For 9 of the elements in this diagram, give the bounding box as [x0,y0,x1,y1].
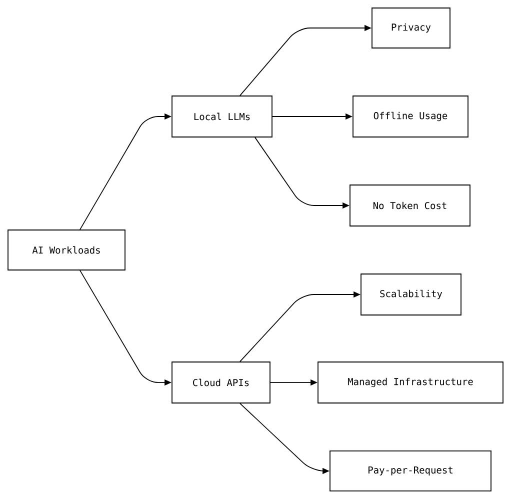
process-box: Local LLMs [172,96,272,138]
process-box: No Token Cost [350,184,470,226]
process-box: AI Workloads [8,230,126,270]
process-box: Pay-per-Request [330,450,492,492]
process-box: Cloud APIs [172,362,270,404]
process-box: Scalability [360,274,462,316]
process-box: Offline Usage [352,96,468,138]
process-box: Managed Infrastructure [318,362,504,404]
process-box: Privacy [372,8,450,48]
